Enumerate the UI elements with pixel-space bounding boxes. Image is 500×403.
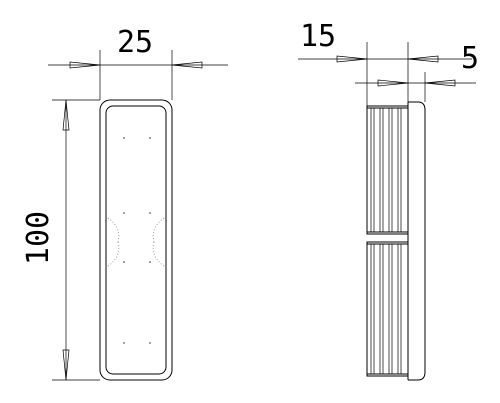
arrow-up: [62, 99, 70, 131]
arrow-left: [407, 55, 439, 63]
arrow-right: [69, 61, 101, 69]
front-inner-outline: [105, 105, 167, 375]
arrow-down: [62, 349, 70, 381]
side-upper-ribs: [366, 105, 409, 235]
front-view: [99, 99, 173, 381]
side-view: [366, 101, 426, 381]
front-detail-dots: [123, 137, 151, 344]
arrow-left: [424, 79, 456, 87]
front-outer-outline: [99, 99, 173, 381]
arrow-right: [377, 79, 409, 87]
dimension-width: 25: [48, 25, 228, 100]
dimension-width-label: 25: [117, 25, 153, 60]
side-lower-ribs: [366, 241, 409, 377]
dimension-depth-label: 15: [300, 19, 336, 54]
dimension-height: 100: [21, 99, 100, 381]
arrow-left: [171, 61, 203, 69]
dimension-flange: 5: [355, 41, 479, 102]
side-flange: [408, 101, 426, 381]
dimension-flange-label: 5: [461, 41, 479, 76]
arrow-right: [336, 55, 368, 63]
dimension-depth: 15: [298, 19, 472, 106]
dimension-height-label: 100: [21, 211, 56, 265]
front-dotted-arcs: [107, 217, 165, 267]
